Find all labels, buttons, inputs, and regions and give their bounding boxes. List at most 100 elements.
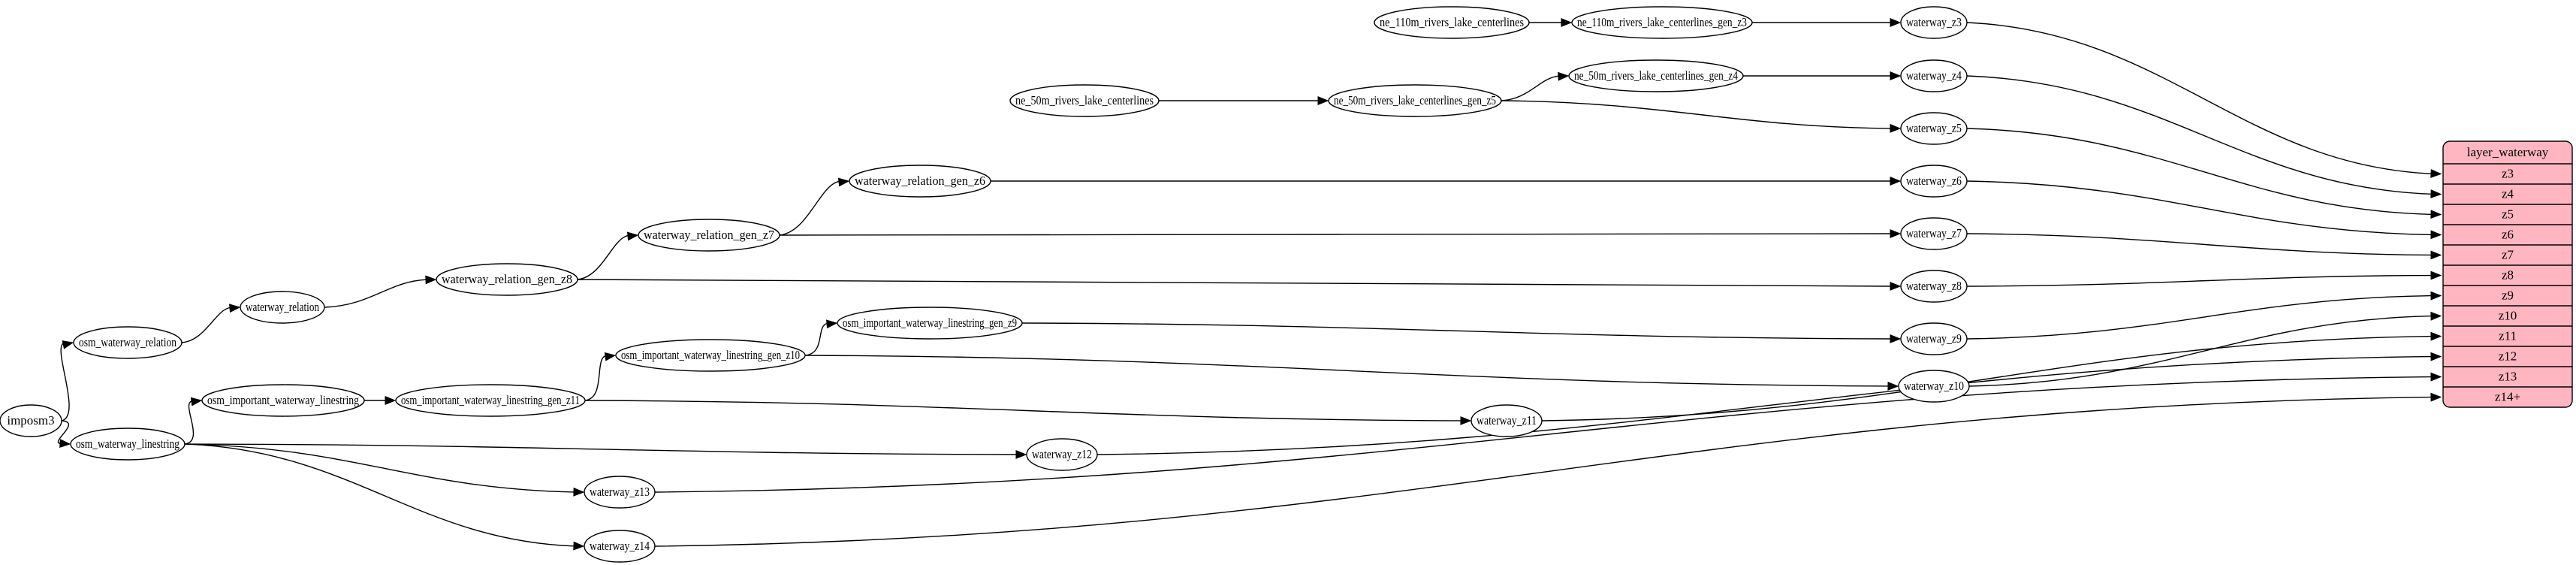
edge-imposm3-to-osm_waterway_linestring xyxy=(57,420,69,445)
node-label-ne_50m_rivers_lake_centerlines: ne_50m_rivers_lake_centerlines xyxy=(1015,93,1154,107)
layer-table-row-z9[interactable]: z9 xyxy=(2502,288,2514,302)
node-shape-ne_110m_rivers_lake_centerlines[interactable] xyxy=(1374,6,1530,39)
node-shape-waterway_relation_gen_z8[interactable] xyxy=(436,263,578,296)
edge-arrowhead xyxy=(1890,282,1902,291)
node-waterway_z8[interactable]: waterway_z8 xyxy=(1900,270,1968,303)
edge-waterway_relation_gen_z8-to-waterway_z8 xyxy=(577,279,1892,287)
node-shape-osm_important_waterway_linestring_gen_z10[interactable] xyxy=(615,339,806,372)
node-label-waterway_z11: waterway_z11 xyxy=(1477,413,1537,428)
node-shape-waterway_z6[interactable] xyxy=(1900,165,1968,198)
node-waterway_relation_gen_z7[interactable]: waterway_relation_gen_z7 xyxy=(638,219,780,252)
edge-arrowhead xyxy=(626,231,639,241)
node-waterway_relation[interactable]: waterway_relation xyxy=(240,291,325,324)
node-shape-waterway_relation[interactable] xyxy=(240,291,325,324)
node-osm_important_waterway_linestring_gen_z11[interactable]: osm_important_waterway_linestring_gen_z1… xyxy=(395,384,586,417)
node-shape-waterway_relation_gen_z6[interactable] xyxy=(849,165,991,198)
node-waterway_z5[interactable]: waterway_z5 xyxy=(1900,112,1968,145)
node-ne_50m_rivers_lake_centerlines_gen_z5[interactable]: ne_50m_rivers_lake_centerlines_gen_z5 xyxy=(1328,84,1502,117)
node-waterway_z13[interactable]: waterway_z13 xyxy=(584,476,656,509)
node-shape-waterway_z9[interactable] xyxy=(1900,322,1968,355)
node-shape-waterway_z12[interactable] xyxy=(1026,438,1098,471)
edge-arrowhead xyxy=(2430,270,2442,280)
node-shape-ne_50m_rivers_lake_centerlines_gen_z4[interactable] xyxy=(1568,59,1744,92)
edge-arrowhead xyxy=(2430,250,2442,260)
layer-table-row-z3[interactable]: z3 xyxy=(2502,166,2514,180)
node-shape-imposm3[interactable] xyxy=(0,404,62,437)
edge-arrowhead xyxy=(1561,18,1573,27)
layer-table-row-z13[interactable]: z13 xyxy=(2499,369,2517,383)
node-ne_110m_rivers_lake_centerlines_gen_z3[interactable]: ne_110m_rivers_lake_centerlines_gen_z3 xyxy=(1571,6,1753,39)
edge-waterway_z4-to-layer_waterway_z4 xyxy=(1966,75,2433,195)
node-shape-waterway_relation_gen_z7[interactable] xyxy=(638,219,780,252)
node-label-osm_important_waterway_linestring_gen_z10: osm_important_waterway_linestring_gen_z1… xyxy=(621,348,800,362)
edge-arrowhead xyxy=(1015,450,1027,459)
node-shape-waterway_z10[interactable] xyxy=(1898,370,1970,403)
node-shape-waterway_z4[interactable] xyxy=(1900,59,1968,92)
node-waterway_relation_gen_z8[interactable]: waterway_relation_gen_z8 xyxy=(436,263,578,296)
node-osm_important_waterway_linestring[interactable]: osm_important_waterway_linestring xyxy=(201,384,365,417)
layer-table-row-z4[interactable]: z4 xyxy=(2502,186,2514,201)
edge-imposm3-to-osm_waterway_relation xyxy=(60,342,70,421)
node-waterway_z14[interactable]: waterway_z14 xyxy=(584,530,656,563)
node-shape-osm_important_waterway_linestring_gen_z9[interactable] xyxy=(837,307,1023,340)
node-label-waterway_z7: waterway_z7 xyxy=(1906,226,1962,240)
edge-waterway_z6-to-layer_waterway_z6 xyxy=(1966,180,2433,236)
edge-arrowhead xyxy=(2430,392,2442,402)
node-ne_110m_rivers_lake_centerlines[interactable]: ne_110m_rivers_lake_centerlines xyxy=(1374,6,1530,39)
node-shape-waterway_z7[interactable] xyxy=(1900,217,1968,250)
node-shape-ne_50m_rivers_lake_centerlines_gen_z5[interactable] xyxy=(1328,84,1502,117)
node-imposm3[interactable]: imposm3 xyxy=(0,404,62,437)
edge-waterway_z5-to-layer_waterway_z5 xyxy=(1966,128,2433,216)
edge-waterway_z10-to-layer_waterway_z10 xyxy=(1968,315,2433,387)
node-waterway_z6[interactable]: waterway_z6 xyxy=(1900,165,1968,198)
edge-arrowhead xyxy=(2430,311,2442,321)
layer-table-row-z12[interactable]: z12 xyxy=(2499,349,2517,363)
node-waterway_z3[interactable]: waterway_z3 xyxy=(1900,6,1968,39)
node-osm_important_waterway_linestring_gen_z9[interactable]: osm_important_waterway_linestring_gen_z9 xyxy=(837,307,1023,340)
layer-table-row-z8[interactable]: z8 xyxy=(2502,267,2514,282)
node-osm_waterway_linestring[interactable]: osm_waterway_linestring xyxy=(70,428,186,461)
node-waterway_relation_gen_z6[interactable]: waterway_relation_gen_z6 xyxy=(849,165,991,198)
node-waterway_z9[interactable]: waterway_z9 xyxy=(1900,322,1968,355)
node-waterway_z11[interactable]: waterway_z11 xyxy=(1470,404,1543,437)
edge-arrowhead xyxy=(1890,177,1902,186)
edge-osm_important_waterway_linestring_gen_z11-to-osm_important_waterway_linestring_gen_z10 xyxy=(584,355,607,401)
node-shape-osm_waterway_relation[interactable] xyxy=(73,326,182,359)
node-waterway_z4[interactable]: waterway_z4 xyxy=(1900,59,1968,92)
layer-table-row-z10[interactable]: z10 xyxy=(2499,308,2517,322)
node-shape-waterway_z5[interactable] xyxy=(1900,112,1968,145)
node-waterway_z10[interactable]: waterway_z10 xyxy=(1898,370,1970,403)
node-shape-waterway_z3[interactable] xyxy=(1900,6,1968,39)
node-shape-ne_50m_rivers_lake_centerlines[interactable] xyxy=(1009,84,1160,117)
layer-table-row-z5[interactable]: z5 xyxy=(2502,207,2514,221)
node-waterway_z7[interactable]: waterway_z7 xyxy=(1900,217,1968,250)
node-shape-waterway_z11[interactable] xyxy=(1470,404,1543,437)
node-shape-waterway_z8[interactable] xyxy=(1900,270,1968,303)
node-osm_important_waterway_linestring_gen_z10[interactable]: osm_important_waterway_linestring_gen_z1… xyxy=(615,339,806,372)
layer-table-row-z7[interactable]: z7 xyxy=(2502,247,2514,261)
edge-arrowhead xyxy=(2430,291,2442,301)
node-waterway_z12[interactable]: waterway_z12 xyxy=(1026,438,1098,471)
layer-table-title: layer_waterway xyxy=(2467,145,2549,159)
edge-waterway_relation-to-waterway_relation_gen_z8 xyxy=(324,279,427,308)
layer-table-row-z6[interactable]: z6 xyxy=(2502,227,2514,241)
node-label-waterway_z9: waterway_z9 xyxy=(1906,331,1962,346)
node-osm_waterway_relation[interactable]: osm_waterway_relation xyxy=(73,326,182,359)
layer-table-row-z14p[interactable]: z14+ xyxy=(2495,389,2520,403)
node-ne_50m_rivers_lake_centerlines[interactable]: ne_50m_rivers_lake_centerlines xyxy=(1009,84,1160,117)
edge-arrowhead xyxy=(1317,96,1329,105)
node-shape-waterway_z13[interactable] xyxy=(584,476,656,509)
node-shape-waterway_z14[interactable] xyxy=(584,530,656,563)
node-label-waterway_z14: waterway_z14 xyxy=(590,539,650,553)
node-shape-osm_important_waterway_linestring[interactable] xyxy=(201,384,365,417)
node-shape-ne_110m_rivers_lake_centerlines_gen_z3[interactable] xyxy=(1571,6,1753,39)
edge-osm_waterway_linestring-to-waterway_z13 xyxy=(184,443,575,493)
node-shape-osm_important_waterway_linestring_gen_z11[interactable] xyxy=(395,384,586,417)
layer-table-row-z11[interactable]: z11 xyxy=(2499,328,2517,343)
edge-ne_50m_rivers_lake_centerlines_gen_z5-to-waterway_z5 xyxy=(1501,100,1892,129)
node-shape-osm_waterway_linestring[interactable] xyxy=(70,428,186,461)
node-ne_50m_rivers_lake_centerlines_gen_z4[interactable]: ne_50m_rivers_lake_centerlines_gen_z4 xyxy=(1568,59,1744,92)
edge-waterway_z7-to-layer_waterway_z7 xyxy=(1966,233,2433,256)
edge-osm_important_waterway_linestring_gen_z9-to-waterway_z9 xyxy=(1021,322,1892,340)
